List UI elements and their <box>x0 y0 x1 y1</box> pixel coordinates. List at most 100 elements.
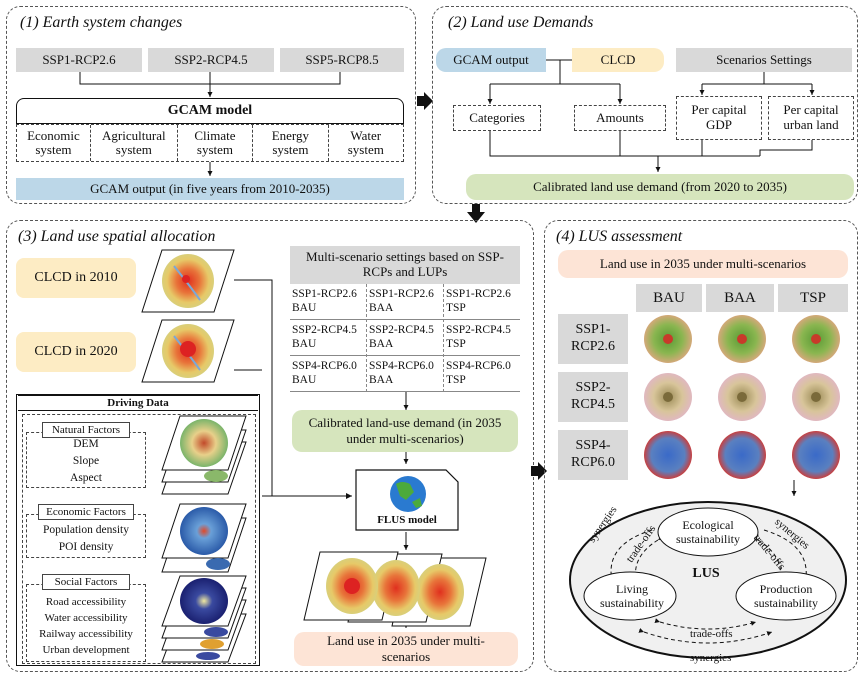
categories-box: Categories <box>453 105 541 131</box>
economic-factors-label: Economic Factors <box>38 504 134 520</box>
system-energy: Energy system <box>253 125 329 161</box>
table-cell-r3c1: SSP4-RCP6.0 BAU <box>292 360 357 386</box>
panel-2-title: (2) Land use Demands <box>448 14 594 31</box>
map-ssp2-tsp <box>792 373 840 421</box>
table-cell-r3c3: SSP4-RCP6.0 TSP <box>446 360 511 386</box>
panel-4-title: (4) LUS assessment <box>556 228 683 245</box>
panel-3-title: (3) Land use spatial allocation <box>18 228 216 245</box>
driving-data-frame <box>16 394 260 666</box>
col-header-bau: BAU <box>636 284 702 312</box>
driving-data-title: Driving Data <box>107 397 169 409</box>
economic-item-population: Population density <box>43 524 129 536</box>
clcd-2010-map <box>141 249 235 313</box>
arrow-2-to-3 <box>467 204 485 223</box>
table-cell-r1c3: SSP1-RCP2.6 TSP <box>446 288 511 314</box>
calibrated-demand-bar: Calibrated land use demand (from 2020 to… <box>466 174 854 200</box>
clcd-2010-box: CLCD in 2010 <box>16 258 136 298</box>
living-label: Living sustainability <box>600 582 664 610</box>
system-water: Water system <box>347 127 384 157</box>
social-factor-maps <box>161 575 247 663</box>
clcd-2020-box: CLCD in 2020 <box>16 332 136 372</box>
economic-factors-group <box>26 514 146 558</box>
map-ssp2-bau <box>644 373 692 421</box>
system-economic: Economic system <box>17 125 91 161</box>
ecological-label: Ecological sustainability <box>676 518 740 546</box>
scenario-table <box>290 284 520 392</box>
land-use-2035-box: Land use in 2035 under multi-scenarios <box>294 632 518 666</box>
arrow-maps-to-lus <box>791 480 797 496</box>
map-ssp1-tsp <box>792 315 840 363</box>
per-capital-gdp-box: Per capital GDP <box>676 96 762 140</box>
map-ssp4-baa <box>718 431 766 479</box>
scenario-table-title: Multi-scenario settings based on SSP-RCP… <box>290 246 520 284</box>
gcam-output-box: GCAM output <box>436 48 546 72</box>
panel-1-title: (1) Earth system changes <box>20 14 183 31</box>
system-climate: Climate system <box>178 125 254 161</box>
natural-factor-maps <box>161 415 247 495</box>
map-ssp2-baa <box>718 373 766 421</box>
social-item-water: Water accessibility <box>44 612 128 624</box>
ecological-node <box>657 507 759 557</box>
social-item-railway: Railway accessibility <box>39 628 133 640</box>
lus-center-label: LUS <box>692 566 720 581</box>
natural-item-aspect: Aspect <box>70 472 102 484</box>
calibrated-2035-box: Calibrated land-use demand (in 2035 unde… <box>292 410 518 452</box>
flus-model-box <box>355 469 459 531</box>
arrow-1-to-2 <box>417 92 433 110</box>
system-agricultural: Agricultural system <box>91 125 178 161</box>
clcd-2020-map <box>141 319 235 383</box>
col-header-baa: BAA <box>706 284 774 312</box>
social-item-urban: Urban development <box>42 644 130 656</box>
map-ssp4-bau <box>644 431 692 479</box>
arrow-3-to-4 <box>531 462 547 480</box>
gcam-model-label: GCAM model <box>167 103 253 118</box>
scenario-result-maps <box>644 315 840 479</box>
panel-2-connectors <box>487 59 815 172</box>
map-ssp1-bau <box>644 315 692 363</box>
per-capital-urban-box: Per capital urban land <box>768 96 854 140</box>
table-cell-r2c3: SSP2-RCP4.5 TSP <box>446 324 511 350</box>
production-label: Production sustainability <box>754 582 818 610</box>
panel-land-use-demands <box>432 6 858 204</box>
scenario-ssp1: SSP1-RCP2.6 <box>16 48 142 72</box>
row-header-ssp2: SSP2-RCP4.5 <box>558 372 628 422</box>
lus-diagram <box>569 501 847 659</box>
economic-item-poi: POI density <box>58 541 114 553</box>
scenario-ssp2: SSP2-RCP4.5 <box>148 48 274 72</box>
map-ssp4-tsp <box>792 431 840 479</box>
map-ssp1-baa <box>718 315 766 363</box>
natural-item-slope: Slope <box>72 455 100 467</box>
living-node <box>583 571 677 621</box>
natural-factors-group <box>26 432 146 488</box>
flus-model-label: FLUS model <box>377 514 437 526</box>
natural-item-dem: DEM <box>73 438 99 450</box>
gcam-output-bar: GCAM output (in five years from 2010-203… <box>16 178 404 200</box>
table-cell-r2c2: SSP2-RCP4.5 BAA <box>369 324 434 350</box>
table-cell-r1c2: SSP1-RCP2.6 BAA <box>369 288 434 314</box>
tradeoffs-label-bottom: trade-offs <box>690 628 733 640</box>
panel-spatial-allocation <box>6 220 534 672</box>
social-item-road: Road accessibility <box>45 596 127 608</box>
clcd-box: CLCD <box>572 48 664 72</box>
driving-data-header: Driving Data <box>18 395 258 411</box>
panel-1-connectors <box>79 72 341 176</box>
output-maps-2035 <box>303 551 487 627</box>
gcam-systems-row: Economic system Agricultural system Clim… <box>16 124 404 162</box>
row-header-ssp4: SSP4-RCP6.0 <box>558 430 628 480</box>
row-header-ssp1: SSP1-RCP2.6 <box>558 314 628 364</box>
lus-header-box: Land use in 2035 under multi-scenarios <box>558 250 848 278</box>
scenario-ssp5: SSP5-RCP8.5 <box>280 48 404 72</box>
table-cell-r2c1: SSP2-RCP4.5 BAU <box>292 324 357 350</box>
social-factors-label: Social Factors <box>42 574 130 590</box>
panel-lus-assessment <box>544 220 858 672</box>
panel-earth-system <box>6 6 416 204</box>
economic-factor-maps <box>161 503 247 573</box>
amounts-box: Amounts <box>574 105 666 131</box>
scenario-settings-box: Scenarios Settings <box>676 48 852 72</box>
table-cell-r3c2: SSP4-RCP6.0 BAA <box>369 360 434 386</box>
driving-data-dashed <box>22 414 256 664</box>
col-header-tsp: TSP <box>778 284 848 312</box>
production-node <box>735 571 837 621</box>
synergies-label-bottom: synergies <box>690 652 732 664</box>
natural-factors-label: Natural Factors <box>42 422 130 438</box>
